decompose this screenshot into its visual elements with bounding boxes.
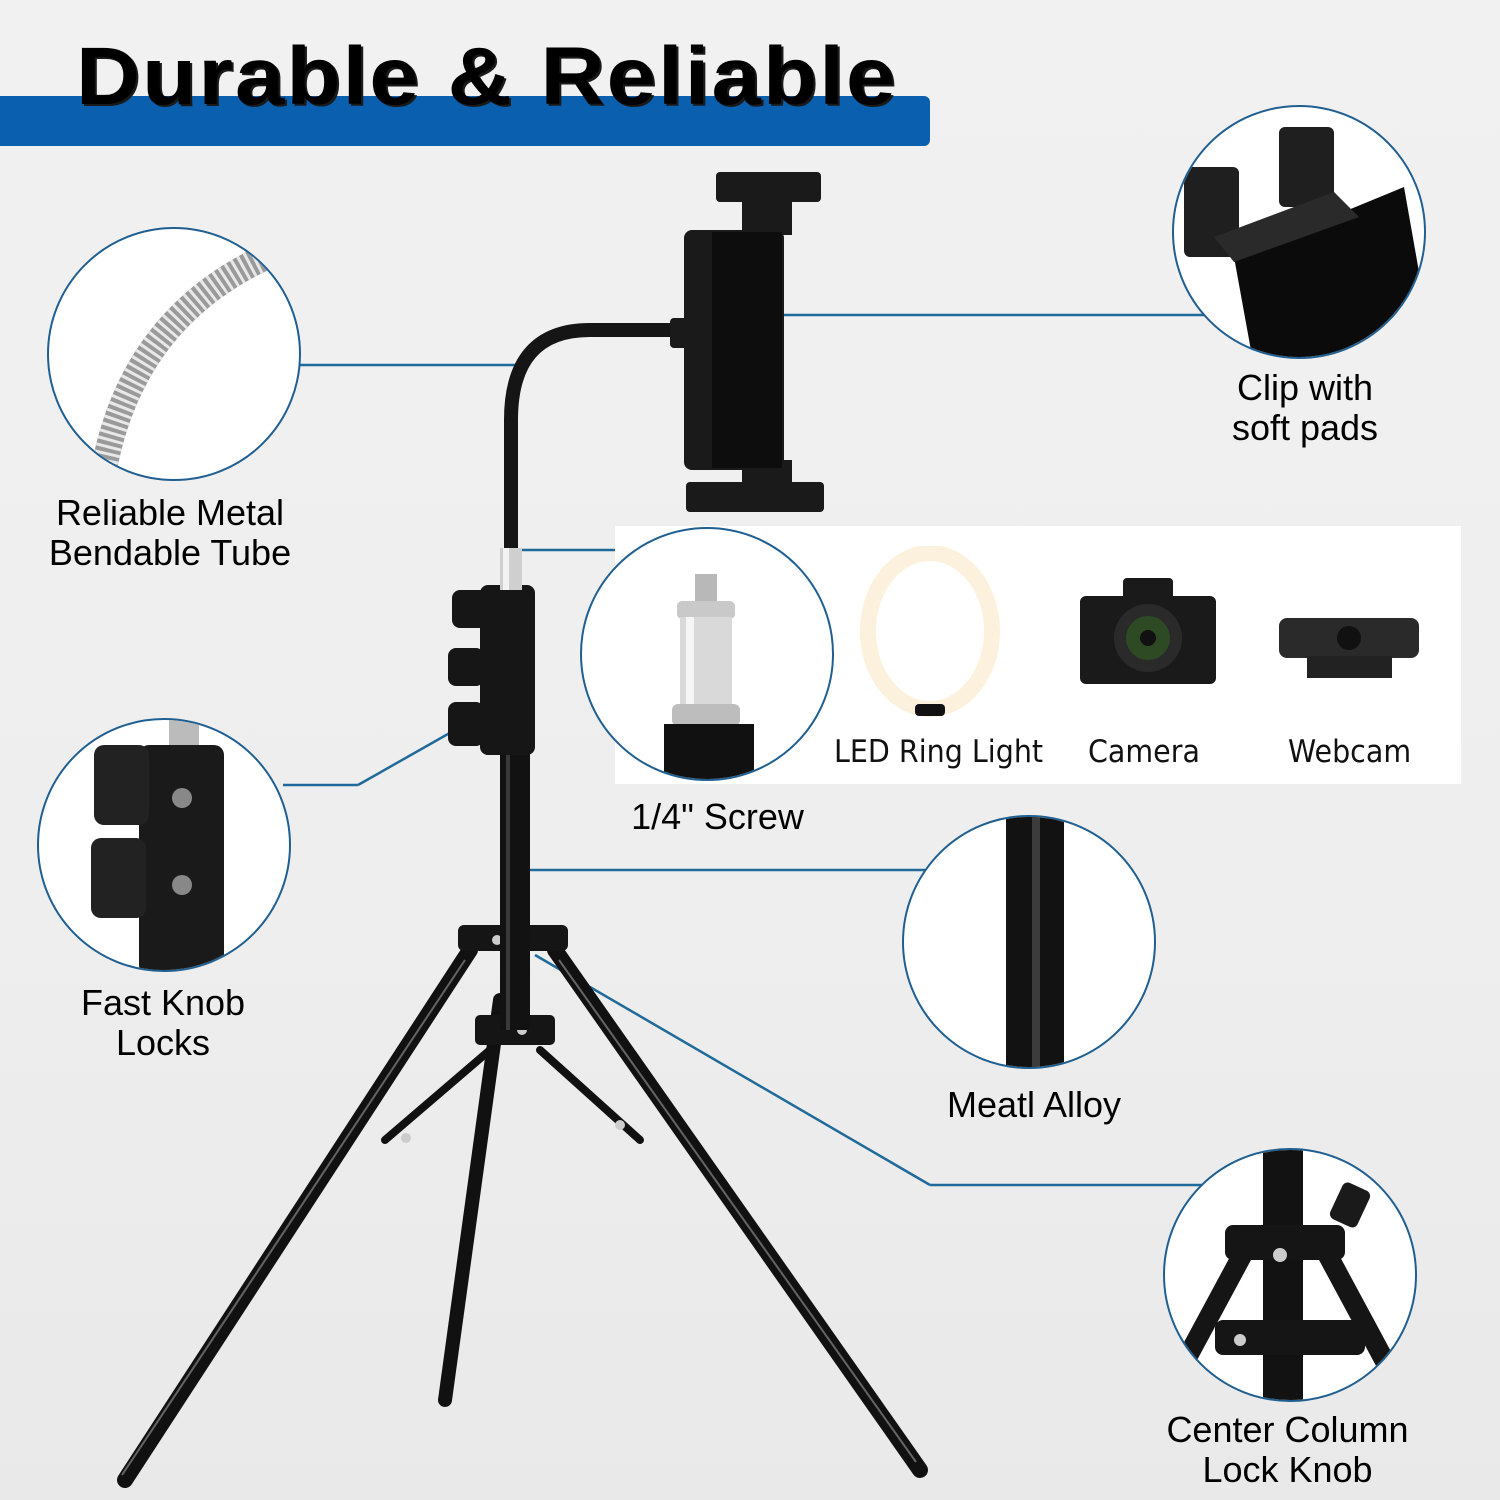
center-column-label-line2: Lock Knob bbox=[1202, 1449, 1373, 1490]
screw-label: 1/4" Screw bbox=[631, 796, 804, 837]
knob-locks-label-line2: Locks bbox=[115, 1022, 211, 1063]
center-column-label: Center Column Lock Knob bbox=[1135, 1410, 1440, 1490]
gooseneck-tube-icon bbox=[91, 236, 289, 472]
page-title: Durable & Reliable bbox=[76, 31, 898, 122]
banner-bar bbox=[0, 96, 930, 146]
bendable-tube-label-line2: Bendable Tube bbox=[48, 532, 292, 573]
callout-lines bbox=[283, 313, 1205, 1187]
clip-label-line1: Clip with bbox=[1236, 367, 1374, 408]
center-column-label-line1: Center Column bbox=[1166, 1409, 1409, 1450]
camera-label: Camera bbox=[1088, 734, 1200, 770]
center-column-knob-icon bbox=[1166, 1150, 1404, 1400]
clip-label-line2: soft pads bbox=[1231, 407, 1379, 448]
bendable-tube-label-line1: Reliable Metal bbox=[55, 492, 285, 533]
clip-label: Clip with soft pads bbox=[1155, 368, 1455, 448]
clip-detail-circle bbox=[1172, 105, 1426, 359]
ring-light-icon bbox=[860, 546, 1000, 717]
mounting-screw-icon bbox=[664, 574, 754, 779]
alloy-detail-circle bbox=[902, 815, 1156, 1069]
webcam-icon bbox=[1279, 618, 1419, 678]
webcam-label: Webcam bbox=[1288, 734, 1412, 770]
screw-detail-circle bbox=[580, 527, 834, 781]
knob-locks-label: Fast Knob Locks bbox=[18, 983, 308, 1063]
alloy-label: Meatl Alloy bbox=[946, 1084, 1122, 1125]
alloy-tube-icon bbox=[1006, 817, 1064, 1067]
knob-locks-detail-circle bbox=[37, 718, 291, 972]
center-column-detail-circle bbox=[1163, 1148, 1417, 1402]
phone-clip-pad-icon bbox=[1184, 127, 1424, 357]
ring-light-label: LED Ring Light bbox=[834, 734, 1044, 770]
bendable-tube-label: Reliable Metal Bendable Tube bbox=[20, 493, 320, 573]
knob-lock-icon bbox=[91, 720, 224, 970]
camera-icon bbox=[1080, 578, 1216, 684]
bendable-tube-detail-circle bbox=[47, 227, 301, 481]
knob-locks-label-line1: Fast Knob bbox=[80, 982, 246, 1023]
